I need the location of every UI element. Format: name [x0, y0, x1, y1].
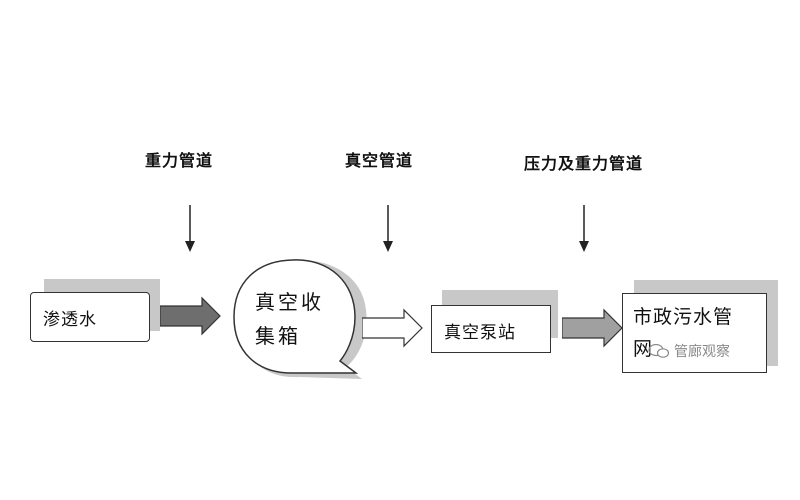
flow-arrow-1	[160, 296, 221, 336]
vacuum-pump-station-box: 真空泵站	[431, 305, 551, 353]
flow-arrow-3	[562, 308, 623, 348]
municipal-sewer-label-line2: 网	[633, 338, 654, 360]
down-arrow-gravity	[185, 205, 195, 252]
municipal-sewer-label-line1: 市政污水管	[633, 306, 734, 328]
label-vacuum-pipe: 真空管道	[345, 151, 414, 170]
collection-tank-label-line2: 集箱	[255, 324, 301, 348]
flow-arrow-2	[362, 308, 423, 348]
seepage-water-box: 渗透水	[30, 292, 150, 342]
down-arrow-pressure	[579, 205, 589, 252]
municipal-sewer-box: 市政污水管 网	[622, 293, 767, 373]
vacuum-pump-station-label: 真空泵站	[444, 323, 516, 343]
watermark: 管廊观察	[648, 341, 730, 361]
collection-tank-label-line1: 真空收	[255, 290, 324, 314]
label-pressure-gravity-pipe: 压力及重力管道	[524, 154, 644, 173]
down-arrow-vacuum	[383, 205, 393, 252]
watermark-text: 管廊观察	[674, 344, 730, 360]
wechat-icon	[648, 344, 670, 358]
seepage-water-label: 渗透水	[43, 310, 97, 330]
label-gravity-pipe: 重力管道	[145, 151, 214, 170]
collection-tank-shape	[233, 259, 367, 379]
